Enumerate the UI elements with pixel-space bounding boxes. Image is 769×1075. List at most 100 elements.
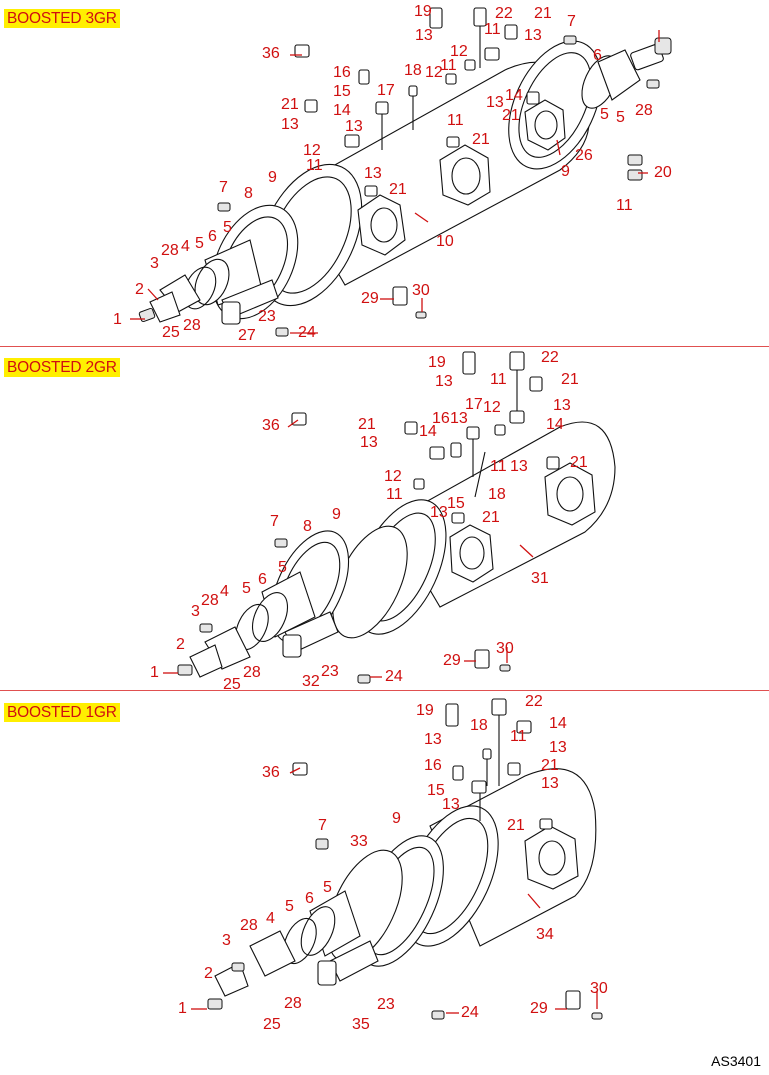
callout-24: 24 [461,1004,479,1021]
callout-11: 11 [616,197,633,214]
motor-end-assembly [214,849,403,997]
callout-13: 13 [364,165,382,182]
callout-15: 15 [427,782,445,799]
section-title: BOOSTED 3GR [4,9,120,28]
callout-11: 11 [386,486,403,503]
callout-27: 27 [238,327,256,344]
callout-13: 13 [486,94,504,111]
callout-18: 18 [470,717,488,734]
callout-11: 11 [484,21,501,38]
flange-housing [357,99,566,256]
callout-14: 14 [505,87,523,104]
callout-13: 13 [345,118,363,135]
callout-leaders [163,419,534,678]
callout-23: 23 [377,996,395,1013]
callout-7: 7 [270,513,279,530]
callout-13: 13 [549,739,567,756]
callout-17: 17 [465,396,483,413]
fittings [217,7,660,337]
callout-21: 21 [482,509,500,526]
callout-5: 5 [223,219,232,236]
callout-28: 28 [243,664,261,681]
callout-23: 23 [321,663,339,680]
callout-5: 5 [616,109,625,126]
callout-1: 1 [113,311,122,328]
section-boosted-3gr: BOOSTED 3GR [0,0,769,345]
callout-11: 11 [447,112,464,129]
callout-29: 29 [530,1000,548,1017]
document-code: AS3401 [711,1053,761,1069]
compressor-2gr-drawing [163,351,616,684]
callout-22: 22 [541,349,559,366]
callout-24: 24 [385,668,403,685]
callout-21: 21 [534,5,552,22]
callout-21: 21 [389,181,407,198]
callout-7: 7 [567,13,576,30]
callout-11: 11 [440,57,457,74]
callout-24: 24 [298,324,316,341]
callout-29: 29 [361,290,379,307]
callout-13: 13 [510,458,528,475]
callout-3: 3 [150,255,159,272]
callout-9: 9 [332,506,341,523]
callout-21: 21 [541,757,559,774]
callout-1: 1 [178,1000,187,1017]
callout-6: 6 [258,571,267,588]
callout-35: 35 [352,1016,370,1033]
discharge-end-assembly [581,37,672,109]
callout-9: 9 [392,810,401,827]
callout-5: 5 [278,559,287,576]
callout-13: 13 [360,434,378,451]
callout-7: 7 [318,817,327,834]
callout-25: 25 [162,324,180,341]
callout-4: 4 [266,910,275,927]
callout-28: 28 [183,317,201,334]
flange-housing [449,462,596,583]
callout-19: 19 [428,354,446,371]
callout-12: 12 [450,43,468,60]
callout-15: 15 [447,495,465,512]
callout-18: 18 [404,62,422,79]
callout-14: 14 [333,102,351,119]
callout-14: 14 [419,423,437,440]
section-boosted-1gr: BOOSTED 1GR [0,691,769,1075]
callout-12: 12 [425,64,443,81]
callout-31: 31 [531,570,549,587]
callout-4: 4 [220,583,229,600]
callout-23: 23 [258,308,276,325]
callout-5: 5 [285,898,294,915]
callout-10: 10 [436,233,454,250]
section-divider [0,690,769,691]
fittings [177,351,560,684]
callout-5: 5 [242,580,251,597]
callout-2: 2 [135,281,144,298]
callout-13: 13 [281,116,299,133]
callout-11: 11 [306,157,323,174]
callout-22: 22 [525,693,543,710]
callout-12: 12 [384,468,402,485]
callout-28: 28 [161,242,179,259]
callout-12: 12 [483,399,501,416]
callout-13: 13 [442,796,460,813]
callout-13: 13 [430,504,448,521]
compressor-1gr-drawing [191,698,603,1020]
callout-21: 21 [472,131,490,148]
callout-5: 5 [323,879,332,896]
callout-16: 16 [333,64,351,81]
callout-13: 13 [424,731,442,748]
callout-21: 21 [570,454,588,471]
callout-leaders [191,767,598,1014]
callout-21: 21 [561,371,579,388]
callout-11: 11 [490,458,507,475]
callout-9: 9 [268,169,277,186]
section-boosted-2gr: BOOSTED 2GR [0,347,769,693]
callout-32: 32 [302,673,320,690]
callout-14: 14 [549,715,567,732]
motor-end-assembly [138,204,299,325]
callout-21: 21 [507,817,525,834]
callout-6: 6 [208,228,217,245]
callout-16: 16 [424,757,442,774]
callout-28: 28 [201,592,219,609]
callout-28: 28 [635,102,653,119]
callout-13: 13 [435,373,453,390]
